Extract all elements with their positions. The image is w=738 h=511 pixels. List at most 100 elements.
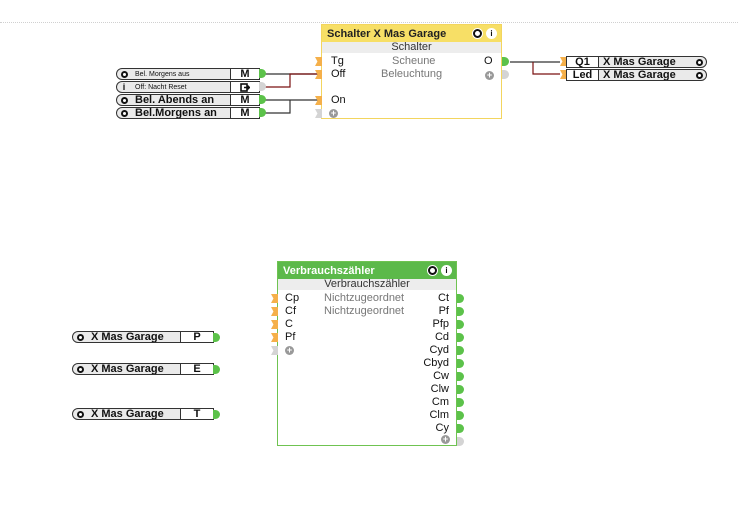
input-label: Off: Nacht Reset — [135, 83, 187, 91]
middle-label: Nichtzugeordnet — [324, 292, 405, 304]
output-tag: Q1 — [567, 56, 599, 68]
input-label: X Mas Garage — [91, 332, 164, 342]
output-label: Clm — [429, 409, 449, 421]
output-port[interactable] — [259, 69, 266, 78]
info-icon[interactable]: i — [122, 82, 126, 92]
block-subtitle: Schalter — [322, 42, 501, 53]
gear-icon[interactable] — [472, 28, 483, 39]
input-tag: T — [180, 408, 213, 420]
output-label: Pfp — [432, 318, 449, 330]
output-port[interactable] — [457, 359, 464, 368]
output-port[interactable] — [457, 424, 464, 433]
input-port[interactable] — [560, 57, 567, 66]
output-label: Cbyd — [423, 357, 449, 369]
output-port-add[interactable] — [457, 437, 464, 446]
output-label: Ct — [438, 292, 449, 304]
output-port[interactable] — [213, 333, 220, 342]
output-label-o: O — [484, 55, 493, 67]
input-port[interactable] — [271, 307, 278, 316]
input-x-mas-garage-e[interactable]: X Mas Garage E — [72, 363, 214, 375]
gear-icon[interactable] — [73, 332, 87, 342]
wire-o-led — [532, 62, 560, 75]
output-port[interactable] — [457, 398, 464, 407]
middle-label: Beleuchtung — [381, 68, 443, 80]
input-x-mas-garage-p[interactable]: X Mas Garage P — [72, 331, 214, 343]
input-port-add[interactable] — [271, 346, 278, 355]
output-port[interactable] — [213, 365, 220, 374]
info-icon[interactable]: i — [441, 265, 452, 276]
input-port[interactable] — [560, 70, 567, 79]
input-tag: P — [180, 331, 213, 343]
output-port[interactable] — [457, 372, 464, 381]
gear-icon[interactable] — [117, 108, 131, 118]
input-bel-morgens-an[interactable]: Bel.Morgens an M — [116, 107, 260, 119]
input-tag: M — [230, 107, 259, 119]
input-port[interactable] — [271, 320, 278, 329]
output-label: Cd — [434, 331, 449, 343]
output-led[interactable]: Led X Mas Garage — [566, 69, 707, 81]
gear-icon[interactable] — [73, 364, 87, 374]
input-tag: M — [230, 68, 259, 80]
verbrauchszaehler-block[interactable]: Verbrauchszähler i Verbrauchszähler Cp C… — [277, 261, 457, 446]
input-port[interactable] — [271, 294, 278, 303]
input-port-tg[interactable] — [315, 57, 322, 66]
output-port[interactable] — [457, 294, 464, 303]
input-bel-morgens-aus[interactable]: Bel. Morgens aus M — [116, 68, 260, 80]
output-port-o[interactable] — [502, 57, 509, 66]
gear-icon[interactable] — [73, 409, 87, 419]
output-q1[interactable]: Q1 X Mas Garage — [566, 56, 707, 68]
input-port-on[interactable] — [315, 96, 322, 105]
input-port-add[interactable] — [315, 109, 322, 118]
schalter-block[interactable]: Schalter X Mas Garage i Schalter Tg Off … — [321, 24, 502, 119]
output-label: Cyd — [429, 344, 449, 356]
middle-label: Scheune — [392, 55, 436, 67]
input-label: Cf — [285, 305, 296, 317]
input-port[interactable] — [271, 333, 278, 342]
gear-icon[interactable] — [427, 265, 438, 276]
add-input-icon[interactable]: + — [329, 108, 338, 118]
block-title: Schalter X Mas Garage — [327, 27, 447, 40]
gear-icon[interactable] — [117, 95, 131, 105]
canvas-grid-line — [0, 22, 738, 23]
block-subtitle: Verbrauchszähler — [278, 279, 456, 290]
input-bel-abends-an[interactable]: Bel. Abends an M — [116, 94, 260, 106]
output-label: Cy — [435, 422, 449, 434]
input-off-nacht-reset[interactable]: i Off: Nacht Reset — [116, 81, 260, 93]
output-label: Pf — [438, 305, 449, 317]
output-port[interactable] — [457, 385, 464, 394]
gear-icon[interactable] — [117, 69, 131, 79]
input-label: Bel. Morgens aus — [135, 70, 190, 78]
add-output-icon[interactable]: + — [485, 70, 494, 80]
gear-icon[interactable] — [692, 57, 706, 67]
add-output-icon[interactable]: + — [441, 434, 450, 444]
info-icon[interactable]: i — [486, 28, 497, 39]
block-header[interactable]: Schalter X Mas Garage i — [322, 25, 501, 42]
output-port[interactable] — [457, 411, 464, 420]
block-title: Verbrauchszähler — [283, 264, 375, 277]
output-label: Clw — [430, 383, 449, 395]
output-port-add[interactable] — [502, 70, 509, 79]
output-label: X Mas Garage — [603, 57, 676, 67]
output-port[interactable] — [259, 108, 266, 117]
exit-icon — [230, 82, 259, 92]
output-port[interactable] — [457, 320, 464, 329]
output-port[interactable] — [213, 410, 220, 419]
output-port[interactable] — [259, 95, 266, 104]
output-port[interactable] — [457, 346, 464, 355]
block-header[interactable]: Verbrauchszähler i — [278, 262, 456, 279]
input-tag: E — [180, 363, 213, 375]
input-x-mas-garage-t[interactable]: X Mas Garage T — [72, 408, 214, 420]
middle-label: Nichtzugeordnet — [324, 305, 405, 317]
wire-nacht-reset — [265, 73, 318, 88]
add-input-icon[interactable]: + — [285, 345, 294, 355]
input-label: Bel. Abends an — [135, 95, 215, 105]
output-port[interactable] — [457, 333, 464, 342]
gear-icon[interactable] — [692, 70, 706, 80]
input-tag: M — [230, 94, 259, 106]
output-port[interactable] — [457, 307, 464, 316]
output-label: X Mas Garage — [603, 70, 676, 80]
output-port[interactable] — [259, 82, 266, 91]
wire-morgens-an-on — [265, 100, 291, 114]
input-port-off[interactable] — [315, 70, 322, 79]
input-label-off: Off — [331, 68, 346, 80]
